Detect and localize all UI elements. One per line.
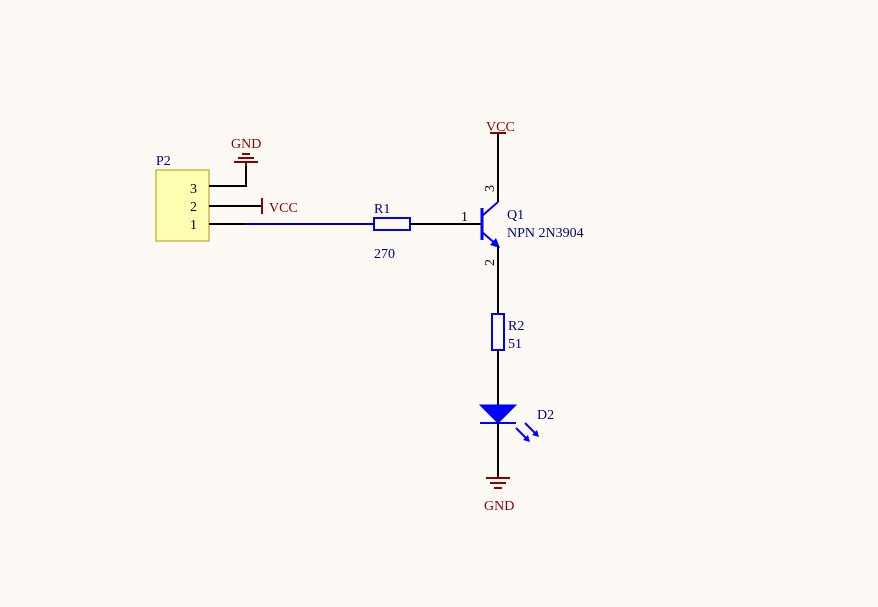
connector-pin-2-label: 2 <box>190 200 197 215</box>
r1-designator: R1 <box>374 202 390 217</box>
r2-designator: R2 <box>508 319 524 334</box>
r1-value: 270 <box>374 247 395 262</box>
led-d2[interactable]: D2 <box>478 404 554 442</box>
transistor-q1[interactable]: 1 3 2 Q1 NPN 2N3904 <box>461 185 584 266</box>
gnd-symbol-top: GND <box>231 137 261 166</box>
q1-designator: Q1 <box>507 208 524 223</box>
connector-designator: P2 <box>156 154 171 169</box>
gnd-top-label: GND <box>231 137 261 152</box>
q1-base-pin: 1 <box>461 210 468 225</box>
gnd-symbol-bottom: GND <box>484 477 514 514</box>
q1-emitter-arrow <box>490 238 500 248</box>
connector-pin-1-label: 1 <box>190 218 197 233</box>
vcc-p2-label: VCC <box>269 201 298 216</box>
vcc-symbol-p2: VCC <box>261 198 298 216</box>
q1-emitter-pin: 2 <box>483 259 498 266</box>
d2-designator: D2 <box>537 408 554 423</box>
gnd-bottom-label: GND <box>484 499 514 514</box>
q1-collector-pin: 3 <box>483 185 498 192</box>
led-light-arrows <box>515 422 539 442</box>
resistor-r1[interactable]: R1 270 <box>373 202 411 262</box>
connector-pin-3-label: 3 <box>190 182 197 197</box>
q1-value: NPN 2N3904 <box>507 226 584 241</box>
connector-body <box>155 169 210 242</box>
led-triangle <box>478 404 518 424</box>
vcc-symbol-q1: VCC <box>486 120 515 135</box>
resistor-r2[interactable]: R2 51 <box>491 313 524 352</box>
pin3-gnd-wire <box>209 166 247 187</box>
connector-p2[interactable]: P2 3 2 1 <box>155 154 210 242</box>
r2-value: 51 <box>508 337 522 352</box>
vcc-q1-label: VCC <box>486 120 515 135</box>
